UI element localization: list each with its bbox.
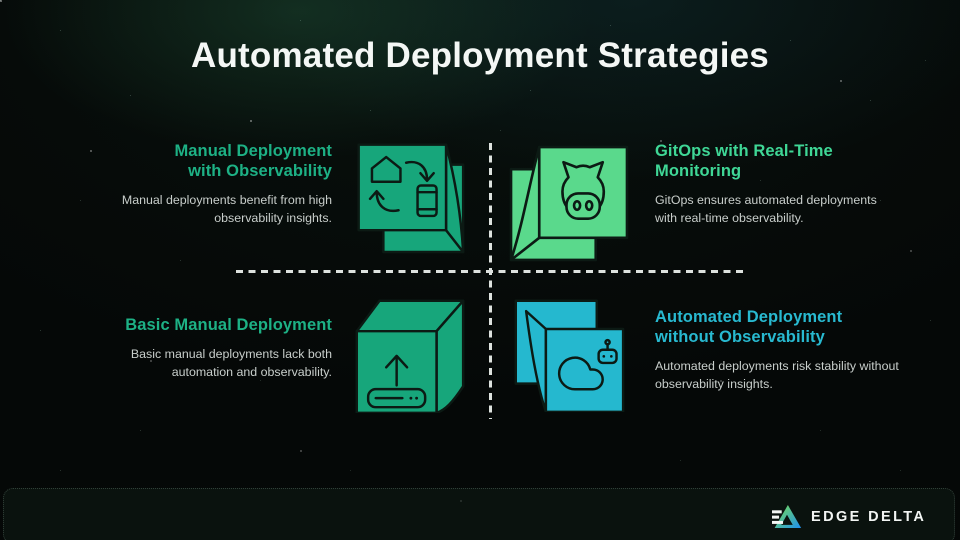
- quadrant-bottom-left-text: Basic Manual Deployment Basic manual dep…: [90, 315, 332, 381]
- quadrant-top-right-text: GitOps with Real-Time Monitoring GitOps …: [655, 141, 907, 227]
- quadrant-description: GitOps ensures automated deployments wit…: [655, 193, 877, 225]
- footer-panel: [3, 488, 955, 540]
- starfield-bright: [0, 0, 2, 2]
- quadrant-title: GitOps with Real-Time Monitoring: [655, 142, 833, 181]
- vertical-dashed-divider: [489, 143, 492, 419]
- quadrant-description: Automated deployments risk stability wit…: [655, 359, 899, 391]
- quadrant-bottom-right-text: Automated Deployment without Observabili…: [655, 307, 907, 393]
- github-octocat-icon: [508, 140, 629, 263]
- quadrant-description: Manual deployments benefit from high obs…: [121, 193, 332, 225]
- quadrant-title: Automated Deployment without Observabili…: [655, 308, 843, 347]
- quadrant-title: Manual Deployment with Observability: [174, 142, 332, 181]
- upload-server-icon: [352, 297, 466, 413]
- page-title: Automated Deployment Strategies: [191, 36, 769, 75]
- quadrant-description: Basic manual deployments lack both autom…: [130, 347, 332, 379]
- quadrant-top-left-text: Manual Deployment with Observability Man…: [90, 141, 332, 227]
- logo-wordmark: EDGE DELTA: [811, 508, 927, 525]
- horizontal-dashed-divider: [236, 270, 748, 273]
- home-device-sync-icon: [352, 139, 466, 255]
- edge-delta-logo: EDGE DELTA: [772, 503, 926, 530]
- quadrant-title: Basic Manual Deployment: [125, 316, 332, 334]
- cloud-robot-icon: [512, 297, 625, 412]
- edge-delta-triangle-icon: [772, 505, 802, 528]
